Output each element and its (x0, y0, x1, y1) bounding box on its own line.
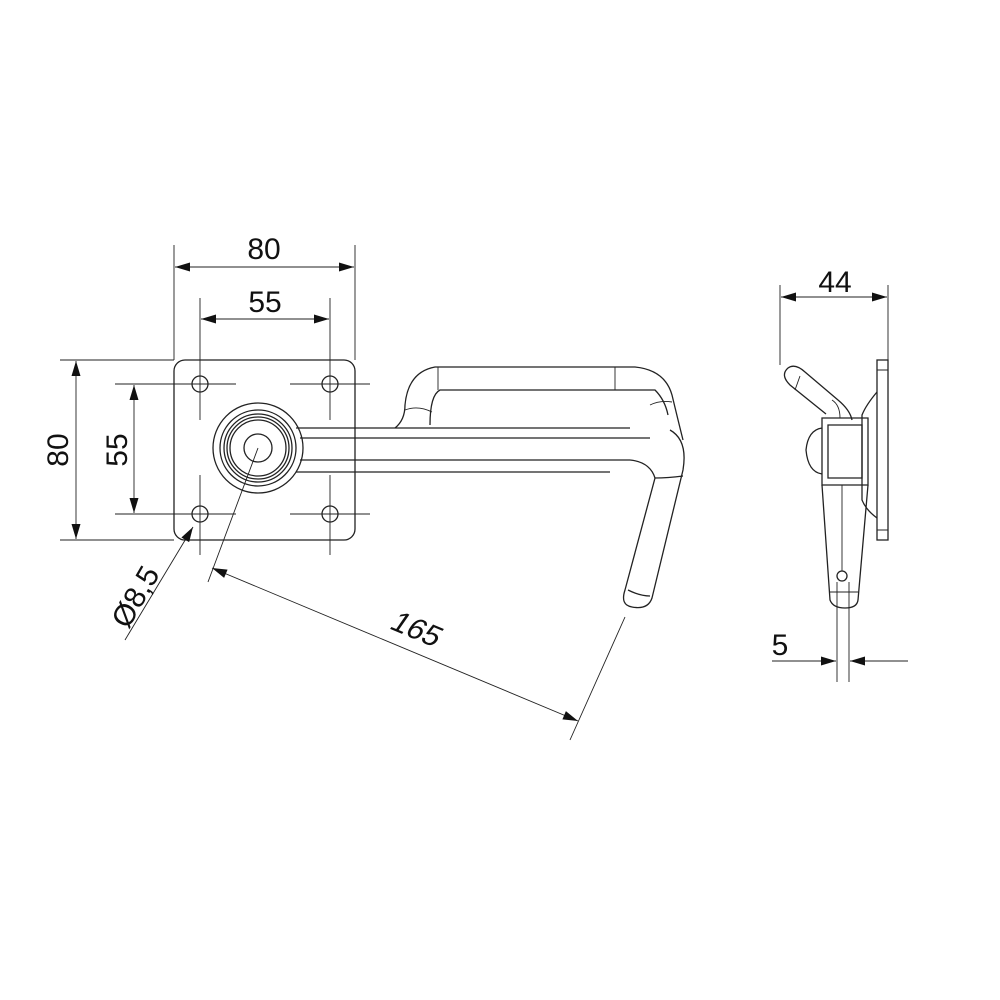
dim-label: 55 (101, 433, 134, 466)
side-view (783, 359, 889, 609)
dim-label: 55 (248, 286, 281, 319)
dim-thickness: 5 (772, 582, 908, 682)
dim-hole-diameter: Ø8,5 (105, 526, 194, 641)
dim-width-holes: 55 (201, 286, 329, 324)
dim-label: Ø8,5 (105, 561, 166, 634)
dim-height-outer: 80 (42, 359, 174, 541)
dim-label: 80 (247, 233, 280, 266)
lever-arm (296, 366, 685, 609)
hub (212, 402, 304, 494)
dim-height-holes: 55 (101, 385, 139, 513)
dim-width-outer: 80 (173, 233, 356, 360)
dim-label: 44 (818, 266, 851, 299)
dim-label: 5 (772, 629, 789, 662)
dim-label: 165 (384, 606, 449, 653)
mounting-plate (115, 298, 370, 555)
dim-depth: 44 (779, 266, 889, 365)
dim-label: 80 (42, 433, 75, 466)
